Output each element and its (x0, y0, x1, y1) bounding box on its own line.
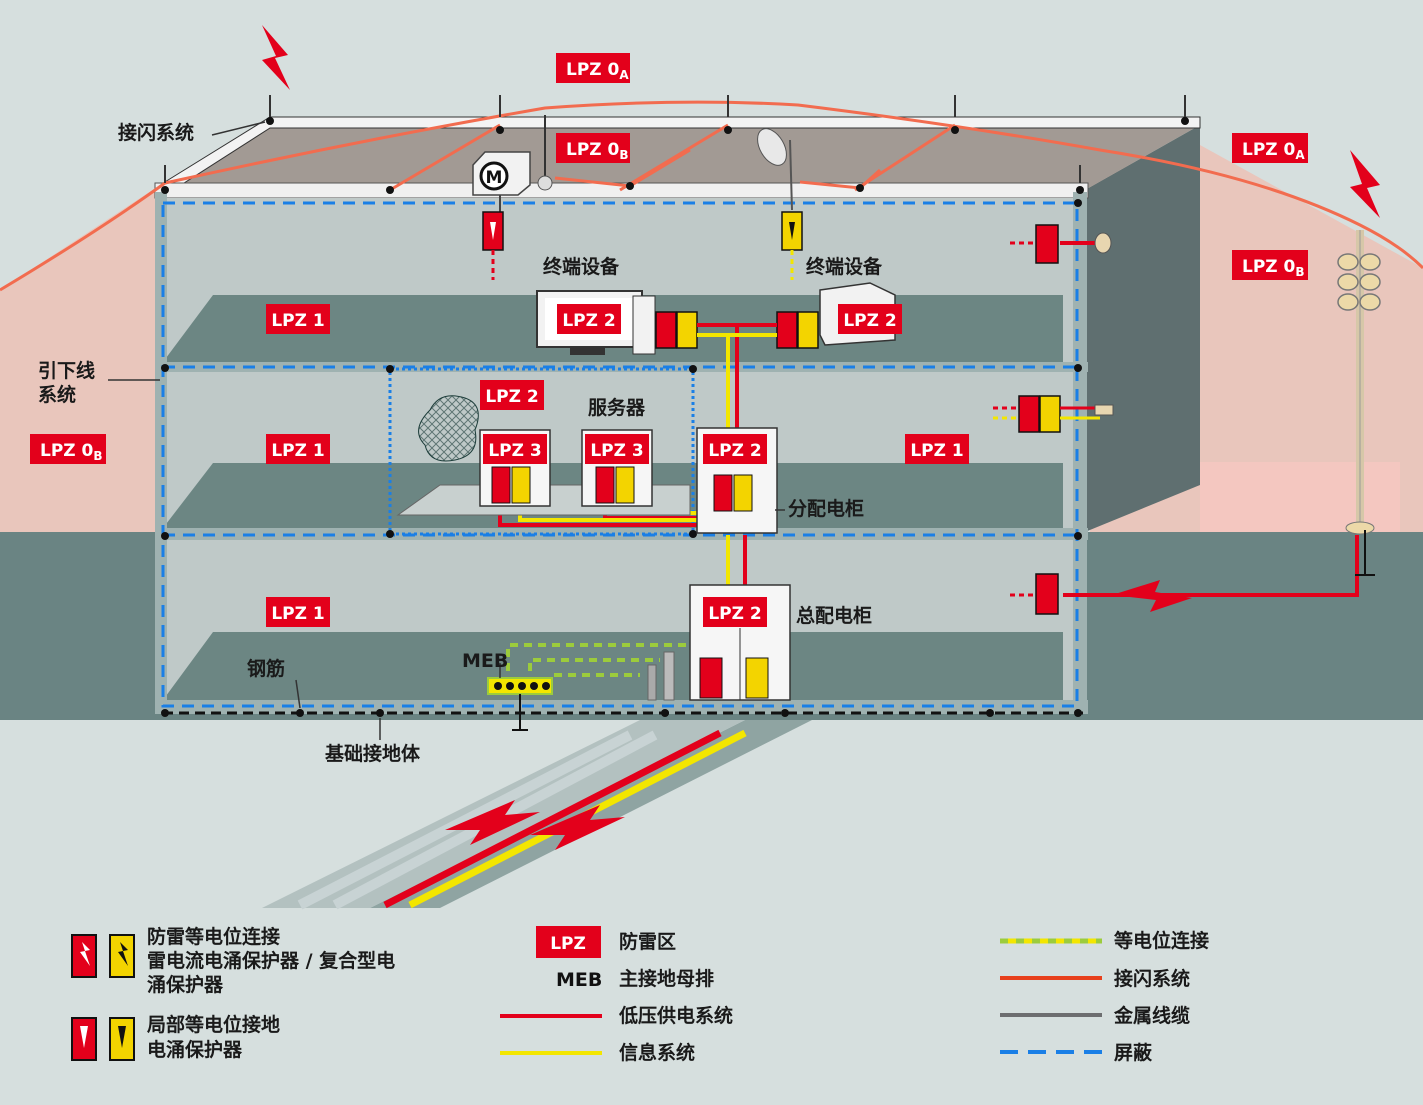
lpz-0b-left: LPZ 0B (30, 434, 106, 464)
spd-pair-monitor (655, 311, 698, 349)
legend: 防雷等电位连接 雷电流电涌保护器 / 复合型电 涌保护器 局部等电位接地 电涌保… (71, 925, 1209, 1064)
legend-spd2-line2: 电涌保护器 (147, 1038, 243, 1061)
legend-spd-lightning-icon (71, 934, 135, 978)
spd-pair-printer (776, 311, 819, 349)
label-down-conductor-1: 引下线 (38, 359, 95, 382)
server-cloud (418, 395, 479, 462)
roof-motor: M (472, 151, 531, 212)
svg-text:LPZ 2: LPZ 2 (485, 387, 538, 407)
lpz-3-server-a: LPZ 3 (483, 434, 547, 464)
lpz-0b-roof: LPZ 0B (556, 133, 630, 163)
label-meb: MEB (462, 650, 508, 672)
svg-text:LPZ 0B: LPZ 0B (566, 140, 629, 162)
building-side-wall (1085, 125, 1200, 532)
legend-spd1-line3: 涌保护器 (147, 973, 224, 996)
svg-text:LPZ 0A: LPZ 0A (566, 60, 629, 82)
shield-lines (161, 201, 1079, 708)
svg-text:LPZ 0A: LPZ 0A (1242, 140, 1305, 162)
light-pole (1337, 230, 1381, 576)
svg-text:LPZ 0B: LPZ 0B (1242, 257, 1305, 279)
underground-cables (262, 720, 812, 910)
floor-1 (163, 632, 1063, 700)
lpz-2-mainboard: LPZ 2 (703, 597, 767, 627)
spd-wall-mid (993, 395, 1114, 433)
label-main-board: 总配电柜 (796, 604, 872, 627)
spd-motor (482, 211, 504, 280)
label-terminal-2: 终端设备 (806, 255, 883, 278)
label-down-conductor-2: 系统 (38, 383, 76, 406)
svg-text:LPZ 0B: LPZ 0B (40, 441, 103, 463)
legend-spd-local-icon (71, 1017, 135, 1061)
lightning-bolt-ground (1112, 580, 1192, 612)
label-terminal-1: 终端设备 (543, 255, 620, 278)
lpz-0b-right: LPZ 0B (1232, 250, 1308, 280)
junction-dots (161, 117, 1189, 717)
legend-spd1-line2: 雷电流电涌保护器 / 复合型电 (147, 949, 395, 972)
svg-text:LPZ 3: LPZ 3 (488, 441, 541, 461)
lpz0b-left-zone (0, 185, 160, 532)
legend-lpz-box (536, 926, 601, 958)
label-air-termination: 接闪系统 (118, 121, 194, 144)
lightning-bolt-top (262, 25, 290, 90)
legend-air-desc: 接闪系统 (1114, 967, 1190, 990)
legend-power-desc: 低压供电系统 (618, 1004, 733, 1027)
legend-shield-desc: 屏蔽 (1114, 1042, 1153, 1064)
soil-area (0, 720, 1423, 1101)
meb-bar (487, 677, 553, 731)
legend-lpz-desc: 防雷区 (619, 930, 676, 953)
left-wall (155, 192, 167, 714)
svg-text:LPZ 2: LPZ 2 (843, 311, 896, 331)
label-sub-board: 分配电柜 (788, 497, 864, 520)
lpz-2-subboard: LPZ 2 (703, 434, 767, 464)
right-wall (1073, 192, 1087, 714)
legend-meb-desc: 主接地母排 (619, 967, 714, 990)
svg-text:LPZ 1: LPZ 1 (271, 441, 324, 461)
water-pipes (647, 651, 675, 701)
lpz-1-floor1: LPZ 1 (266, 597, 330, 627)
label-foundation: 基础接地体 (324, 742, 421, 765)
label-server: 服务器 (588, 396, 646, 419)
lpz-2-serverroom: LPZ 2 (480, 380, 544, 410)
right-pink-lower (1200, 462, 1400, 532)
svg-text:LPZ 2: LPZ 2 (708, 441, 761, 461)
lpz-1-floor2b: LPZ 1 (905, 434, 969, 464)
satellite-dish (757, 128, 793, 211)
spd-wall-top (1010, 224, 1112, 264)
svg-text:LPZ 3: LPZ 3 (590, 441, 643, 461)
legend-info-desc: 信息系统 (619, 1041, 695, 1064)
lpz-2-printer: LPZ 2 (838, 304, 902, 334)
legend-metal-desc: 金属线缆 (1113, 1004, 1190, 1027)
lpz-1-floor3: LPZ 1 (266, 304, 330, 334)
svg-text:LPZ 1: LPZ 1 (271, 311, 324, 331)
legend-meb-key: MEB (556, 969, 602, 991)
air-terminals (164, 95, 1186, 183)
spd-wall-low (1010, 573, 1059, 615)
legend-equip-desc: 等电位连接 (1113, 929, 1209, 952)
legend-spd2-line1: 局部等电位接地 (147, 1013, 280, 1036)
lpz-1-floor2a: LPZ 1 (266, 434, 330, 464)
motor-label: M (486, 168, 503, 188)
leader-lines (108, 121, 785, 740)
legend-lpz-key: LPZ (550, 934, 586, 954)
lpz-0a-top: LPZ 0A (556, 53, 630, 83)
svg-text:LPZ 1: LPZ 1 (271, 604, 324, 624)
lpz-0a-right: LPZ 0A (1232, 133, 1308, 163)
label-rebar: 钢筋 (247, 657, 285, 680)
svg-text:LPZ 1: LPZ 1 (910, 441, 963, 461)
spd-dish (781, 211, 803, 280)
roof-antenna-base (537, 175, 553, 191)
lpz-2-monitor: LPZ 2 (557, 304, 621, 334)
legend-spd1-line1: 防雷等电位连接 (147, 925, 280, 948)
lightning-bolt-right (1350, 150, 1380, 218)
svg-text:LPZ 2: LPZ 2 (708, 604, 761, 624)
svg-text:LPZ 2: LPZ 2 (562, 311, 615, 331)
lpz-3-server-b: LPZ 3 (585, 434, 649, 464)
